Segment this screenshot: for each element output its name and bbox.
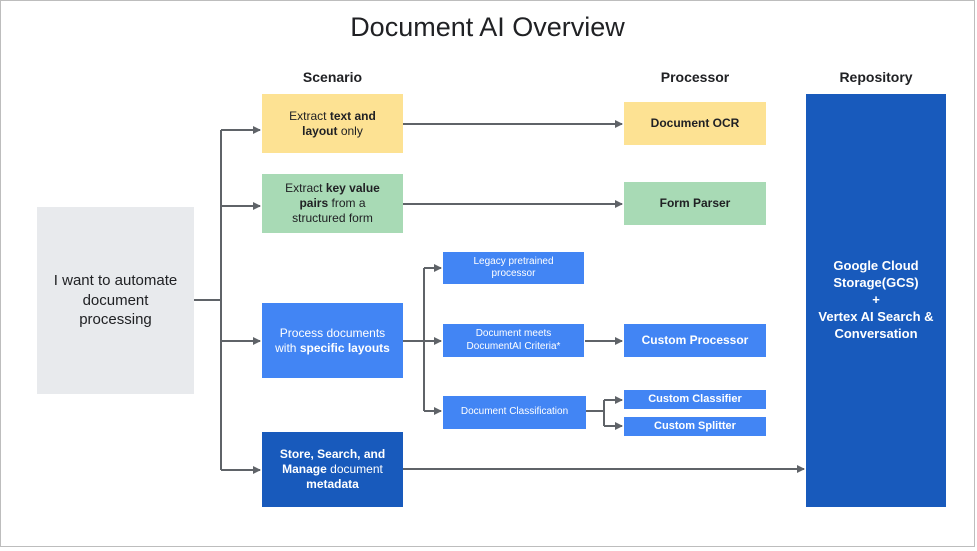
processor-form-parser: Form Parser bbox=[624, 182, 766, 225]
scenario-extract-kv-bold1: key value bbox=[325, 181, 380, 195]
scenario-extract-kv-post2: structured form bbox=[292, 211, 373, 225]
option-legacy-line2: processor bbox=[491, 268, 536, 279]
processor-document-ocr: Document OCR bbox=[624, 102, 766, 145]
scenario-extract-text-bold2: layout bbox=[302, 123, 338, 138]
scenario-store-search: Store, Search, and Manage document metad… bbox=[262, 432, 403, 507]
scenario-specific-layouts: Process documents with specific layouts bbox=[262, 303, 403, 378]
processor-custom-processor: Custom Processor bbox=[624, 324, 766, 357]
scenario-specific-line1: Process documents bbox=[279, 325, 386, 340]
repository-line4: Vertex AI Search & bbox=[818, 308, 934, 324]
repository-box: Google Cloud Storage(GCS) + Vertex AI Se… bbox=[806, 94, 946, 507]
option-criteria-line2: DocumentAI Criteria* bbox=[466, 340, 561, 352]
processor-custom-classifier: Custom Classifier bbox=[624, 390, 766, 409]
scenario-extract-text-bold1: text and bbox=[329, 108, 376, 123]
start-line-2: document bbox=[82, 291, 149, 309]
option-legacy-pretrained: Legacy pretrained processor bbox=[443, 252, 584, 284]
diagram-title: Document AI Overview bbox=[350, 12, 625, 42]
option-criteria-line1: Document meets bbox=[475, 328, 552, 339]
column-header-processor: Processor bbox=[660, 69, 730, 85]
option-legacy-line1: Legacy pretrained bbox=[473, 255, 554, 267]
repository-line3: + bbox=[872, 292, 880, 308]
repository-line5: Conversation bbox=[834, 325, 918, 341]
scenario-store-post2: document bbox=[326, 462, 383, 476]
start-line-3: processing bbox=[79, 311, 152, 329]
scenario-extract-kv-post1: from a bbox=[328, 196, 366, 210]
scenario-specific-bold2: specific layouts bbox=[299, 340, 390, 355]
start-line-1: I want to automate bbox=[53, 272, 178, 290]
scenario-store-bold1: Store, Search, and bbox=[279, 447, 386, 461]
repository-line1: Google Cloud bbox=[833, 258, 919, 274]
scenario-extract-text-post: only bbox=[337, 123, 363, 138]
scenario-extract-text-pre: Extract bbox=[289, 108, 330, 123]
column-header-scenario: Scenario bbox=[302, 69, 363, 85]
column-header-repository: Repository bbox=[839, 69, 913, 85]
option-document-classification: Document Classification bbox=[443, 396, 586, 429]
scenario-specific-pre2: with bbox=[275, 340, 300, 355]
scenario-store-bold2: Manage bbox=[282, 462, 327, 476]
scenario-extract-kv-bold2: pairs bbox=[299, 196, 329, 210]
start-box: I want to automate document processing bbox=[37, 207, 194, 394]
processor-custom-splitter: Custom Splitter bbox=[624, 417, 766, 436]
option-documentai-criteria: Document meets DocumentAI Criteria* bbox=[443, 324, 584, 357]
scenario-store-bold3: metadata bbox=[306, 477, 359, 491]
scenario-extract-kv-pre: Extract bbox=[285, 181, 326, 195]
repository-line2: Storage(GCS) bbox=[833, 275, 919, 291]
scenario-extract-kv: Extract key value pairs from a structure… bbox=[262, 174, 403, 233]
scenario-extract-text: Extract text and layout only bbox=[262, 94, 403, 153]
